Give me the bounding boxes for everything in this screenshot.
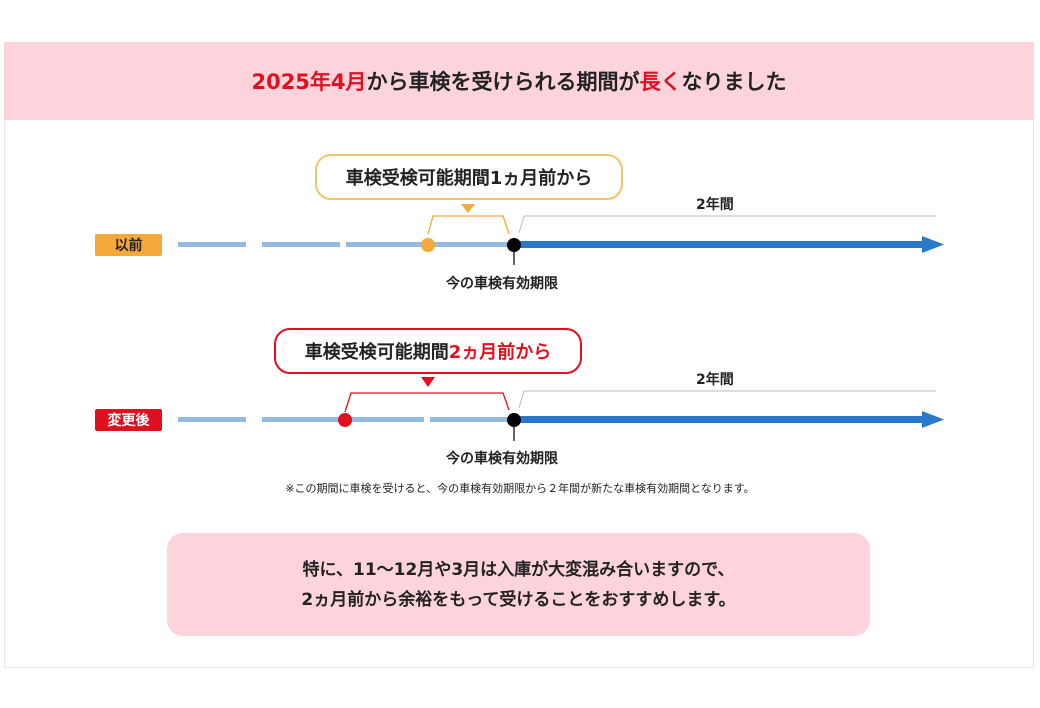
bubble-pointer	[461, 204, 475, 213]
deadline-label: 今の車検有効期限	[446, 276, 558, 292]
advice-box: 特に、11〜12月や3月は入庫が大変混み合いますので、 2ヵ月前から余裕をもって…	[167, 533, 870, 636]
tag-after: 変更後	[95, 409, 162, 431]
advice-line: 2ヵ月前から余裕をもって受けることをおすすめします。	[301, 589, 736, 610]
footnote: ※この期間に車検を受けると、今の車検有効期限から２年間が新たな車検有効期間となり…	[285, 482, 755, 495]
period-line	[518, 390, 936, 409]
window-bubble-before: 車検受検可能期間1ヵ月前から	[315, 154, 623, 200]
bubble-pointer	[421, 377, 435, 387]
title-date: 2025年4月	[251, 70, 367, 94]
deadline-label: 今の車検有効期限	[446, 451, 558, 467]
segment	[262, 417, 340, 422]
deadline-dot	[507, 413, 521, 427]
title-mid: から車検を受けられる期間が	[366, 70, 640, 94]
title-emph: 長く	[639, 70, 682, 94]
valid-period-bar	[515, 416, 931, 423]
bubble-text: 車検受検可能期間	[304, 342, 449, 363]
tag-before: 以前	[95, 234, 162, 256]
segment	[434, 242, 508, 247]
segment	[430, 417, 508, 422]
window-bracket	[344, 392, 510, 413]
arrowhead	[922, 236, 944, 253]
timeline-before	[178, 204, 944, 265]
period-label: 2年間	[696, 197, 734, 213]
period-label: 2年間	[696, 372, 734, 388]
bubble-emph: 2ヵ月前から	[448, 342, 552, 363]
window-bracket	[427, 215, 510, 235]
segment	[178, 242, 246, 247]
start-dot	[421, 238, 435, 252]
segment	[346, 242, 422, 247]
advice-line: 特に、11〜12月や3月は入庫が大変混み合いますので、	[302, 559, 735, 580]
deadline-dot	[507, 238, 521, 252]
timeline-after	[178, 377, 944, 441]
segment	[350, 417, 424, 422]
start-dot	[338, 413, 352, 427]
bubble-text: 車検受検可能期間1ヵ月前から	[345, 168, 593, 189]
title-end: なりました	[681, 70, 787, 94]
period-line	[518, 215, 936, 234]
page-title: 2025年4月から車検を受けられる期間が長くなりました	[4, 42, 1034, 120]
segment	[178, 417, 246, 422]
segment	[262, 242, 340, 247]
arrowhead	[922, 411, 944, 428]
valid-period-bar	[515, 241, 931, 248]
